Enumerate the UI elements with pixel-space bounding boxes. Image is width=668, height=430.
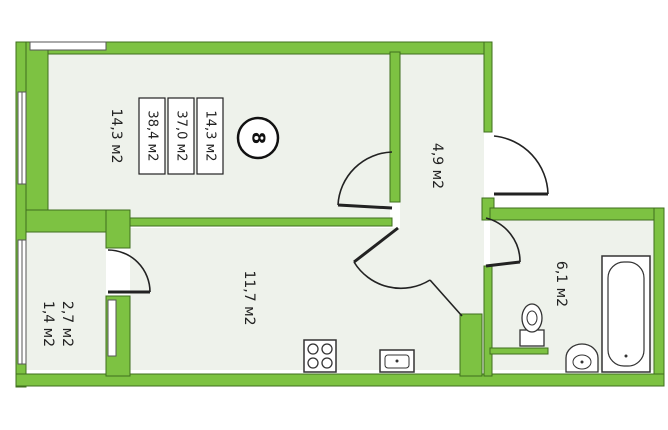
main-room-area: 14,3 м2 [108, 108, 124, 163]
door-main-room [337, 151, 393, 206]
area-box-1: 14,3 м2 [196, 97, 224, 175]
door-balcony [107, 249, 151, 293]
wall-left-inner [25, 41, 49, 233]
area-boxes: 14,3 м2 37,0 м2 38,4 м2 [138, 97, 224, 175]
walls [15, 41, 665, 388]
kitchen-area: 11,7 м2 [241, 270, 257, 325]
wall-bath-right [653, 207, 665, 379]
bathtub-icon [601, 255, 651, 373]
doors [107, 135, 549, 317]
wall-main-kitchen-divider [129, 217, 393, 227]
wall-right-top [483, 41, 493, 133]
area-box-1-text: 14,3 м2 [203, 110, 218, 161]
door-kitchen [353, 261, 431, 290]
area-box-3: 38,4 м2 [138, 97, 166, 175]
wall-bath-lower-bar [489, 347, 549, 355]
floor-balcony [26, 232, 106, 370]
toilet-icon [519, 303, 545, 347]
balcony-area-line2: 1,4 м2 [40, 301, 56, 347]
apartment-number: 8 [248, 132, 269, 145]
wall-pillar [105, 209, 131, 249]
window-balcony-door [107, 299, 117, 357]
windows [17, 41, 117, 365]
bathroom-area: 6,1 м2 [553, 261, 569, 307]
floor-areas [26, 52, 654, 370]
washbasin-icon [565, 343, 599, 373]
floor-kitchen [130, 228, 462, 370]
room-labels: 14,3 м2 4,9 м2 11,7 м2 6,1 м2 2,7 м2 1,4… [40, 108, 569, 347]
area-box-2: 37,0 м2 [167, 97, 195, 175]
wall-main-hall-divider [389, 51, 401, 203]
wall-bottom [15, 373, 665, 387]
window-top-left [29, 41, 107, 51]
door-entrance [493, 135, 549, 195]
area-box-2-text: 37,0 м2 [174, 110, 189, 161]
hallway-area: 4,9 м2 [429, 143, 445, 189]
wall-hall-lower [459, 313, 483, 377]
wall-bath-top [489, 207, 665, 221]
fixtures [303, 255, 651, 373]
balcony-area-line1: 2,7 м2 [59, 301, 75, 347]
door-bathroom [485, 217, 521, 263]
area-box-3-text: 38,4 м2 [145, 110, 160, 161]
stove-icon [303, 339, 337, 373]
kitchen-sink-icon [379, 349, 415, 373]
apartment-number-badge: 8 [236, 116, 280, 160]
wall-bath-left [483, 265, 493, 377]
